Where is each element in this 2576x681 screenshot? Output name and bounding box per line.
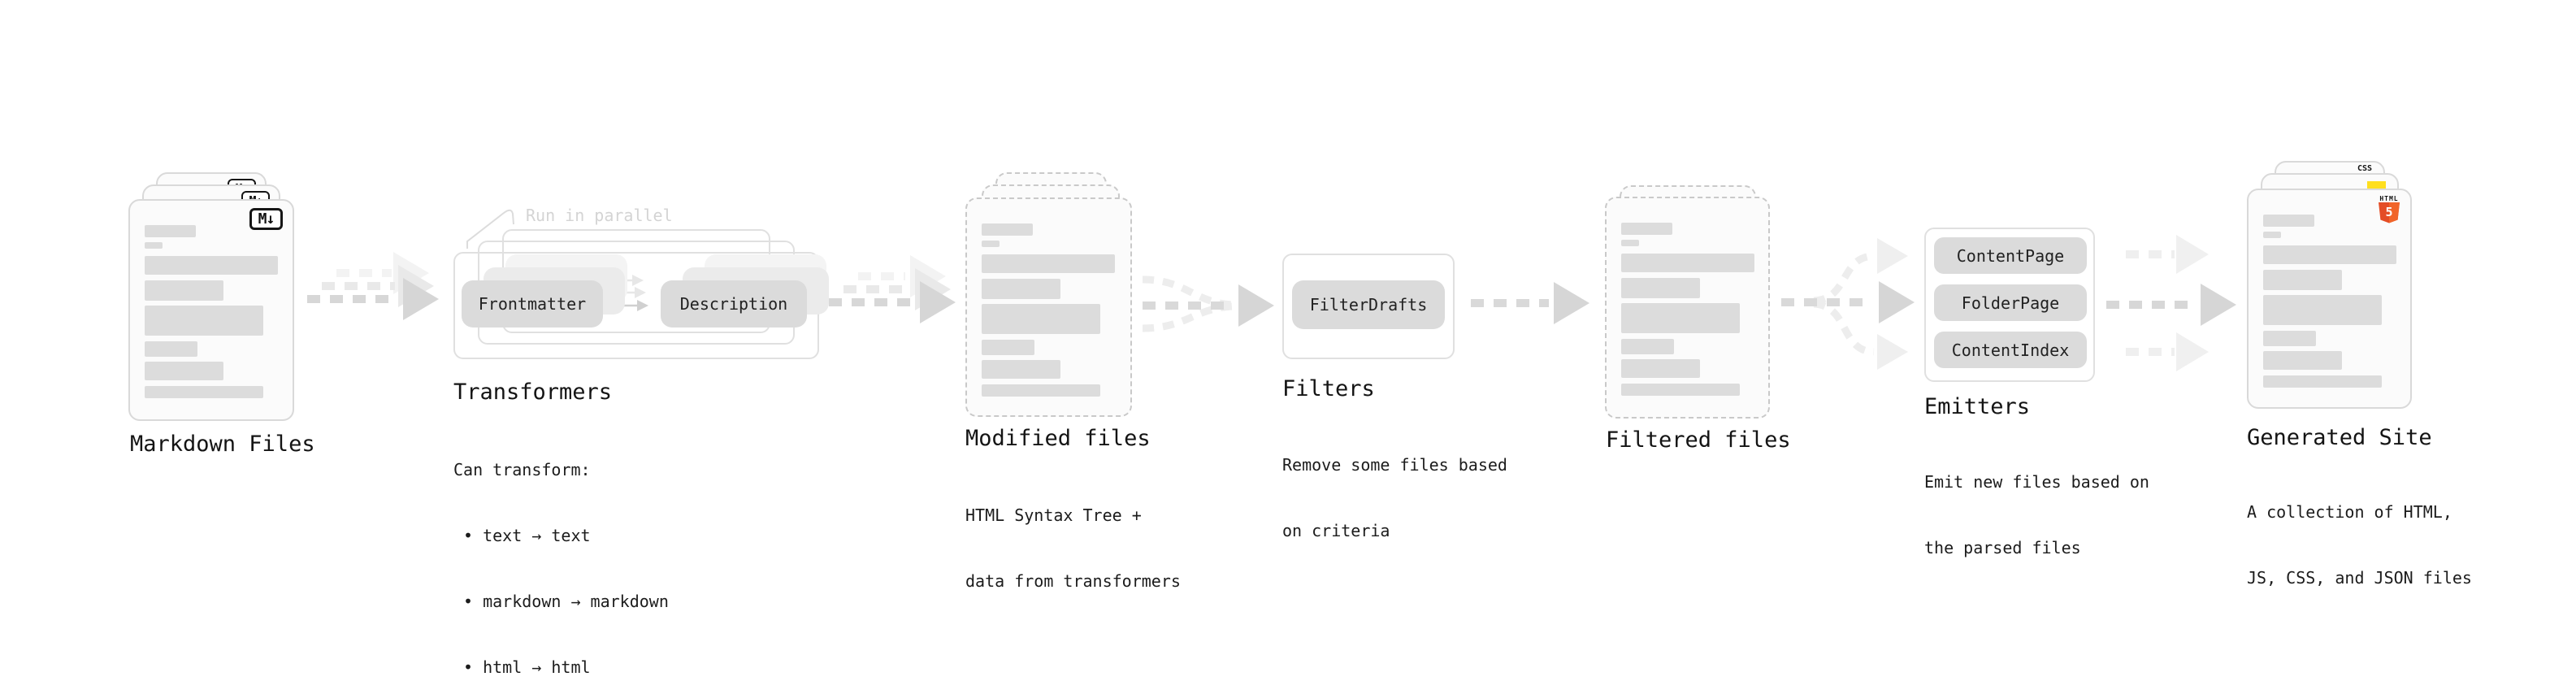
description-line: on criteria xyxy=(1282,521,1390,540)
arrow-filters-to-filtered xyxy=(1471,282,1589,324)
step-label-transformers: Transformers xyxy=(453,380,613,405)
filterdrafts-pill: FilterDrafts xyxy=(1292,280,1445,329)
skeleton-text-bar xyxy=(2263,295,2382,325)
step-label-emitters: Emitters xyxy=(1924,394,2031,419)
description-line: • html → html xyxy=(463,657,591,677)
description-transformer-pill: Description xyxy=(661,280,807,327)
skeleton-text-bar xyxy=(145,256,278,275)
parallel-run-arrows xyxy=(613,275,648,311)
description-line: Emit new files based on xyxy=(1924,472,2149,492)
html5-icon-label: HTML xyxy=(2379,195,2399,202)
skeleton-text-bar xyxy=(1621,278,1700,298)
skeleton-text-bar xyxy=(145,341,197,357)
skeleton-text-bar xyxy=(2263,232,2281,238)
description-line: Can transform: xyxy=(453,460,591,479)
skeleton-text-bar xyxy=(2263,245,2396,264)
arrow-transformers-to-modified xyxy=(829,255,956,323)
arrow-filtered-to-emitters xyxy=(1781,238,1915,370)
skeleton-text-bar xyxy=(982,279,1060,299)
markdown-icon: M↓ xyxy=(249,208,283,230)
file-content-skeleton xyxy=(2263,215,2396,388)
skeleton-text-bar xyxy=(2263,270,2342,290)
skeleton-text-bar xyxy=(1621,240,1639,246)
skeleton-text-bar xyxy=(145,386,263,398)
skeleton-text-bar xyxy=(1621,254,1754,272)
description-line: • text → text xyxy=(463,526,591,545)
skeleton-text-bar xyxy=(982,384,1100,397)
skeleton-text-bar xyxy=(982,223,1033,236)
description-line: A collection of HTML, xyxy=(2247,502,2452,522)
html5-shield: 5 xyxy=(2379,202,2400,223)
step-label-filters: Filters xyxy=(1282,376,1375,401)
arrow-markdown-to-transformers xyxy=(307,252,439,320)
file-content-skeleton xyxy=(982,223,1115,397)
emitters-description: Emit new files based on the parsed files xyxy=(1924,427,2149,603)
skeleton-text-bar xyxy=(2263,331,2316,346)
run-in-parallel-annotation: Run in parallel xyxy=(526,206,673,225)
skeleton-text-bar xyxy=(145,225,196,237)
frontmatter-transformer-pill: Frontmatter xyxy=(462,280,603,327)
skeleton-text-bar xyxy=(982,340,1034,355)
description-line: data from transformers xyxy=(965,571,1181,591)
file-content-skeleton xyxy=(145,225,278,398)
description-line: the parsed files xyxy=(1924,538,2081,557)
skeleton-text-bar xyxy=(982,241,1000,247)
skeleton-text-bar xyxy=(1621,339,1674,354)
description-line: Remove some files based xyxy=(1282,455,1507,475)
skeleton-text-bar xyxy=(2263,215,2314,227)
skeleton-text-bar xyxy=(1621,359,1700,378)
contentpage-emitter-pill: ContentPage xyxy=(1934,237,2087,274)
markdown-file-card: M↓ xyxy=(128,199,294,421)
description-line: HTML Syntax Tree + xyxy=(965,505,1142,525)
step-label-markdown-files: Markdown Files xyxy=(130,432,315,457)
skeleton-text-bar xyxy=(982,254,1115,273)
folderpage-emitter-pill: FolderPage xyxy=(1934,284,2087,321)
skeleton-text-bar xyxy=(982,360,1060,379)
skeleton-text-bar xyxy=(1621,223,1672,235)
arrow-emitters-to-generated xyxy=(2106,235,2236,371)
file-content-skeleton xyxy=(1621,223,1754,396)
skeleton-text-bar xyxy=(1621,384,1740,396)
skeleton-text-bar xyxy=(2263,375,2382,388)
generated-site-description: A collection of HTML, JS, CSS, and JSON … xyxy=(2247,458,2472,633)
contentindex-emitter-pill: ContentIndex xyxy=(1934,332,2087,368)
description-line: JS, CSS, and JSON files xyxy=(2247,568,2472,588)
filters-description: Remove some files based on criteria xyxy=(1282,410,1507,586)
skeleton-text-bar xyxy=(145,306,263,336)
svg-text:5: 5 xyxy=(2385,205,2392,219)
modified-file-card xyxy=(965,197,1132,417)
js-file-icon xyxy=(2367,181,2386,190)
transformers-description: Can transform: • text → text • markdown … xyxy=(453,415,669,681)
arrow-modified-to-filters xyxy=(1142,275,1274,332)
html5-icon: HTML 5 xyxy=(2377,195,2401,227)
step-label-generated-site: Generated Site xyxy=(2247,425,2432,450)
step-label-modified-files: Modified files xyxy=(965,426,1151,451)
skeleton-text-bar xyxy=(145,362,223,380)
skeleton-text-bar xyxy=(145,242,163,249)
filtered-file-card xyxy=(1605,197,1770,419)
skeleton-text-bar xyxy=(145,280,223,301)
skeleton-text-bar xyxy=(1621,303,1740,333)
step-label-filtered-files: Filtered files xyxy=(1606,427,1791,453)
description-line: • markdown → markdown xyxy=(463,592,669,611)
skeleton-text-bar xyxy=(2263,351,2342,370)
modified-files-description: HTML Syntax Tree + data from transformer… xyxy=(965,461,1181,636)
skeleton-text-bar xyxy=(982,304,1100,334)
run-in-parallel-callout-line xyxy=(466,209,514,249)
generated-site-card: HTML 5 xyxy=(2247,189,2412,409)
